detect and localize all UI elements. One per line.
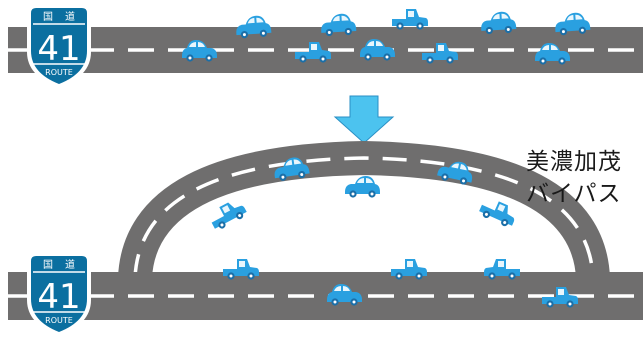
truck-icon — [392, 9, 428, 30]
bottom-road — [8, 272, 643, 320]
shield-number: 41 — [37, 29, 80, 69]
truck-icon — [206, 196, 249, 232]
shield-kanji-right: 道 — [65, 10, 75, 23]
truck-icon — [477, 195, 519, 230]
shield-route-label: ROUTE — [45, 316, 73, 325]
shield-kanji-left: 国 — [43, 11, 53, 23]
shield-number: 41 — [37, 277, 80, 317]
shield-kanji-right: 道 — [65, 258, 75, 271]
route-shield-top: 国 道 41 ROUTE — [26, 3, 92, 89]
shield-kanji-left: 国 — [43, 259, 53, 271]
down-arrow-icon — [333, 95, 395, 144]
bypass-label-line2: バイパス — [526, 181, 622, 207]
top-road — [8, 27, 643, 73]
bypass-road — [118, 140, 610, 280]
bypass-label: 美濃加茂 バイパス — [526, 146, 643, 210]
shield-route-label: ROUTE — [45, 68, 73, 77]
car-icon — [345, 176, 380, 198]
bypass-label-line1: 美濃加茂 — [526, 149, 622, 175]
route-shield-bottom: 国 道 41 ROUTE — [26, 251, 92, 337]
